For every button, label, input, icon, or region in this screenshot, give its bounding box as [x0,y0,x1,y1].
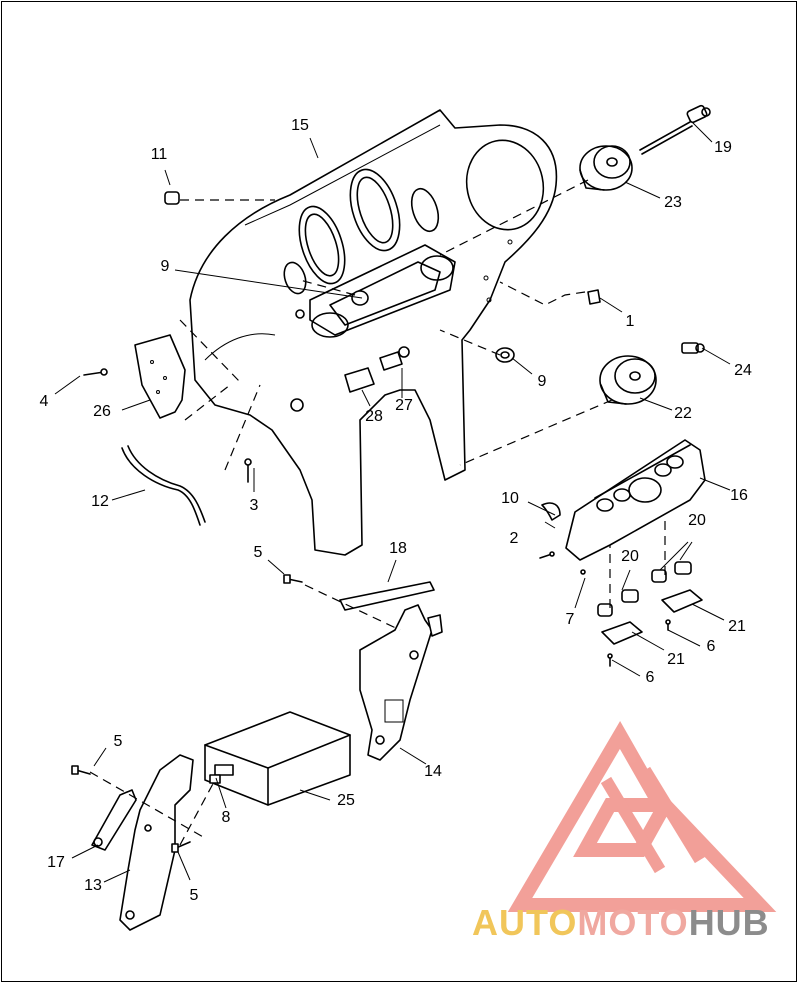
switches-20 [597,561,703,645]
callout-14: 14 [424,763,442,780]
callout-9-left: 9 [160,258,170,275]
callout-20-left: 20 [621,548,639,565]
callout-3: 3 [249,497,259,514]
callout-21-bottom: 21 [667,651,685,668]
switch-panel-16 [541,439,706,561]
inner-fairing [189,109,558,556]
callout-5-left: 5 [113,733,123,750]
callout-10: 10 [501,490,519,507]
watermark-word-hub: HUB [688,902,770,943]
callout-4: 4 [39,393,49,410]
callout-18: 18 [389,540,407,557]
speaker-23 [579,145,633,191]
callout-25: 25 [337,792,355,809]
callout-7: 7 [565,611,575,628]
callout-13: 13 [84,877,102,894]
callout-27: 27 [395,397,413,414]
callout-20-right: 20 [688,512,706,529]
callout-26: 26 [93,403,111,420]
callout-8: 8 [221,809,231,826]
callout-5-bottom: 5 [189,887,199,904]
screws [71,368,671,853]
radio-25 [204,711,351,806]
callout-11: 11 [150,146,168,163]
gasket-26 [134,334,186,419]
leader-lines [54,121,731,883]
callout-12: 12 [91,493,109,510]
callout-6-right: 6 [706,638,716,655]
bracket-14 [359,604,443,761]
watermark-wordmark: AUTOMOTOHUB [472,905,770,941]
bracket-18 [339,581,435,611]
callout-6-bottom: 6 [645,669,655,686]
callout-28: 28 [365,408,383,425]
bracket-17 [91,789,137,851]
clip-8 [209,774,221,784]
callout-15: 15 [291,117,309,134]
callout-2: 2 [509,530,519,547]
watermark-word-moto: MOTO [577,902,689,943]
bracket-13 [119,754,194,931]
callout-16: 16 [730,487,748,504]
callout-5-top: 5 [253,544,263,561]
small-hardware [164,191,601,393]
seal-strip-12 [121,447,201,526]
callout-9-right: 9 [537,373,547,390]
assembly-lines [89,179,666,846]
callout-19: 19 [714,139,732,156]
watermark-word-auto: AUTO [472,902,578,943]
callout-17: 17 [47,854,65,871]
jack-24 [681,342,705,354]
cable-19 [639,104,711,155]
speaker-22 [599,355,657,405]
callout-22: 22 [674,405,692,422]
callout-24: 24 [734,362,752,379]
callout-21-right: 21 [728,618,746,635]
callout-1: 1 [625,313,635,330]
callout-23: 23 [664,194,682,211]
watermark-logo-mark [507,721,777,912]
